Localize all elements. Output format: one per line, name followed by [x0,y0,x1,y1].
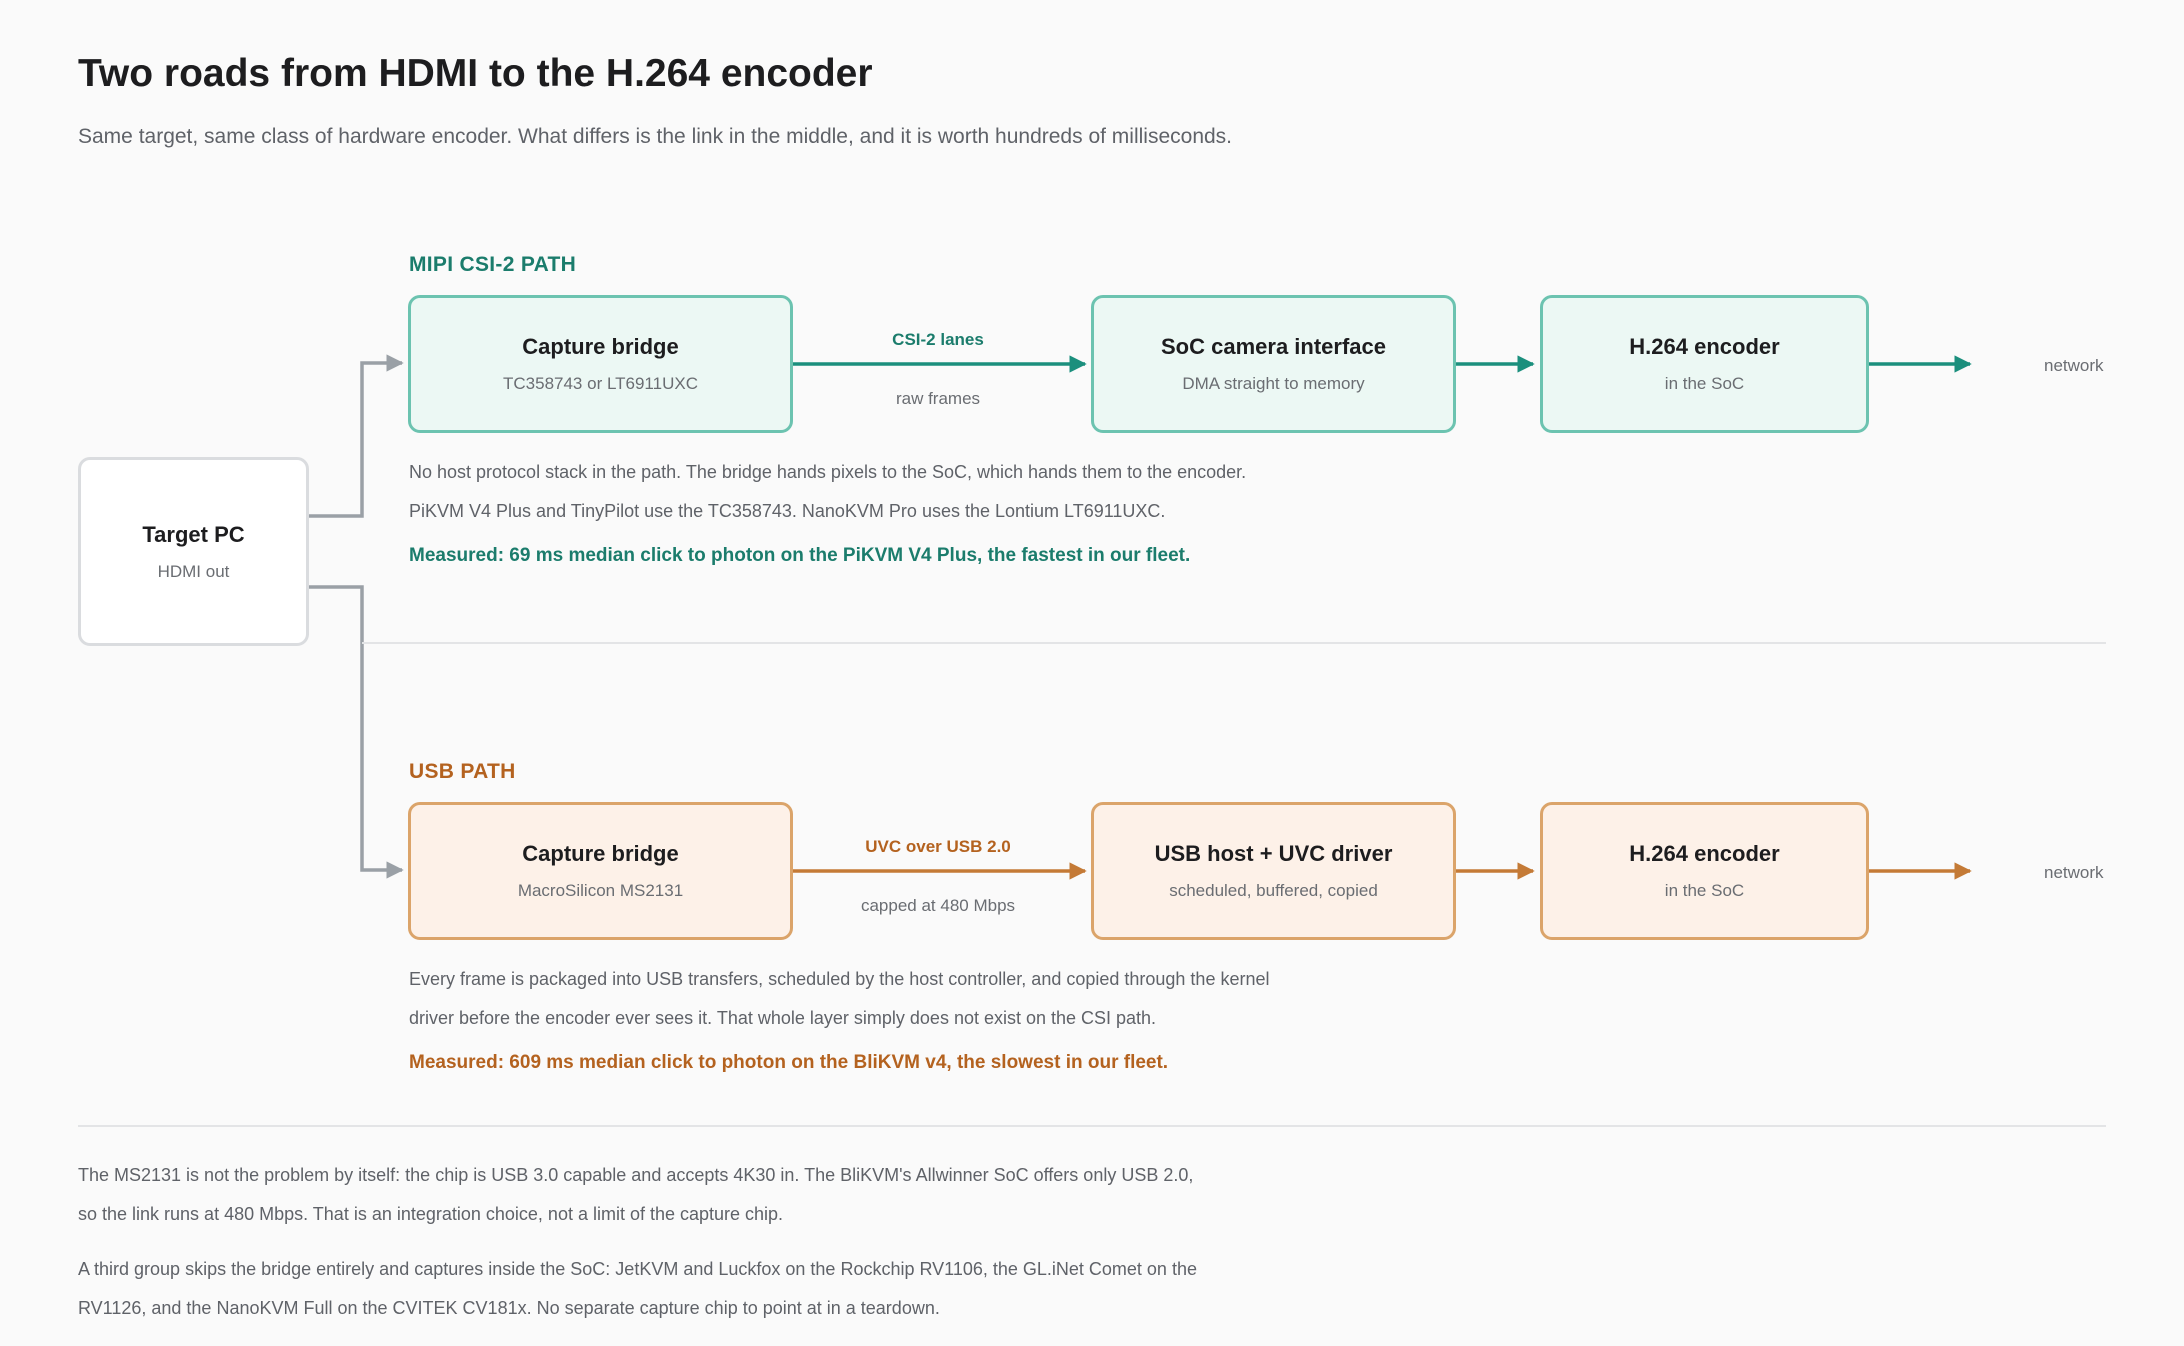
usb-note-line-2: driver before the encoder ever sees it. … [409,1008,1157,1028]
mipi-link-sublabel: raw frames [895,389,981,408]
usb-host-uvc-driver-node: USB host + UVC driver scheduled, buffere… [1091,802,1456,940]
usb-encoder-subtitle: in the SoC [1664,881,1745,900]
usb-bridge-subtitle: MacroSilicon MS2131 [517,881,684,900]
target-pc-subtitle: HDMI out [157,561,230,581]
footer-paragraph-1-line-2: so the link runs at 480 Mbps. That is an… [78,1204,784,1224]
page-subtitle: Same target, same class of hardware enco… [78,125,1233,148]
usb-capture-bridge-node: Capture bridge MacroSilicon MS2131 [408,802,793,940]
footer-paragraph-2-line-2: RV1126, and the NanoKVM Full on the CVIT… [78,1298,940,1318]
mipi-bridge-title: Capture bridge [522,334,679,359]
usb-section-label: USB PATH [409,760,516,783]
usb-note-line-1: Every frame is packaged into USB transfe… [409,969,1270,989]
soc-camera-title: SoC camera interface [1161,334,1386,359]
target-to-usb-connector [308,585,404,879]
usb-measured-result: Measured: 609 ms median click to photon … [409,1052,1169,1073]
mipi-note-line-1: No host protocol stack in the path. The … [409,462,1247,482]
target-pc-node: Target PC HDMI out [78,457,309,646]
page-title: Two roads from HDMI to the H.264 encoder [78,52,873,95]
mipi-capture-bridge-node: Capture bridge TC358743 or LT6911UXC [408,295,793,433]
usb-h264-encoder-node: H.264 encoder in the SoC [1540,802,1869,940]
target-to-mipi-connector [308,354,404,518]
section-divider [362,642,2106,644]
mipi-section-label: MIPI CSI-2 PATH [409,253,577,276]
mipi-note-line-2: PiKVM V4 Plus and TinyPilot use the TC35… [409,501,1166,521]
mipi-measured-result: Measured: 69 ms median click to photon o… [409,545,1191,566]
mipi-encoder-subtitle: in the SoC [1664,374,1745,393]
mipi-link-label: CSI-2 lanes [892,330,984,349]
soc-camera-subtitle: DMA straight to memory [1182,374,1365,393]
usb-link-label: UVC over USB 2.0 [865,837,1011,856]
soc-camera-interface-node: SoC camera interface DMA straight to mem… [1091,295,1456,433]
usb-encoder-title: H.264 encoder [1629,841,1780,866]
mipi-bridge-subtitle: TC358743 or LT6911UXC [503,374,698,393]
target-pc-title: Target PC [142,521,245,547]
usb-host-subtitle: scheduled, buffered, copied [1169,881,1378,900]
mipi-network-label: network [2044,356,2104,375]
usb-network-label: network [2044,863,2104,882]
footer-paragraph-2-line-1: A third group skips the bridge entirely … [78,1259,1197,1279]
usb-link-sublabel: capped at 480 Mbps [860,896,1016,915]
footer-paragraph-1-line-1: The MS2131 is not the problem by itself:… [78,1165,1194,1185]
usb-bridge-title: Capture bridge [522,841,679,866]
mipi-h264-encoder-node: H.264 encoder in the SoC [1540,295,1869,433]
footer-divider [78,1125,2106,1127]
mipi-encoder-title: H.264 encoder [1629,334,1780,359]
usb-host-title: USB host + UVC driver [1154,841,1393,866]
